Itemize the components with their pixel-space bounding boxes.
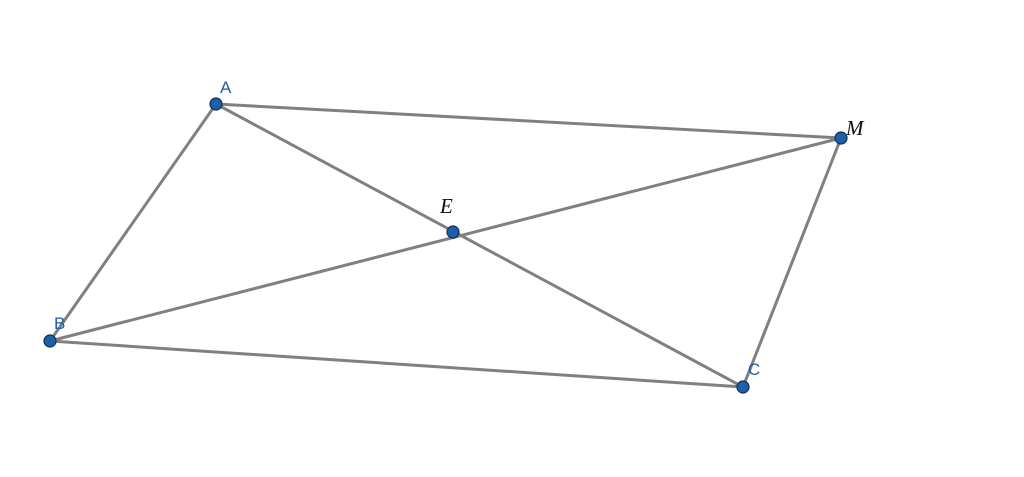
segment-cm bbox=[741, 136, 843, 389]
segment-ac bbox=[214, 102, 745, 389]
point-a[interactable] bbox=[209, 97, 223, 111]
segment-bc bbox=[48, 339, 745, 389]
point-m[interactable] bbox=[834, 131, 848, 145]
segment-ab bbox=[48, 102, 218, 343]
segment-am bbox=[214, 102, 843, 140]
point-e[interactable] bbox=[446, 225, 460, 239]
point-b[interactable] bbox=[43, 334, 57, 348]
label-a: A bbox=[220, 78, 232, 97]
label-c: C bbox=[748, 360, 760, 379]
point-c[interactable] bbox=[736, 380, 750, 394]
label-e: E bbox=[439, 194, 453, 218]
segment-bm bbox=[48, 136, 843, 343]
label-b: B bbox=[54, 314, 65, 333]
label-m: M bbox=[845, 116, 865, 140]
